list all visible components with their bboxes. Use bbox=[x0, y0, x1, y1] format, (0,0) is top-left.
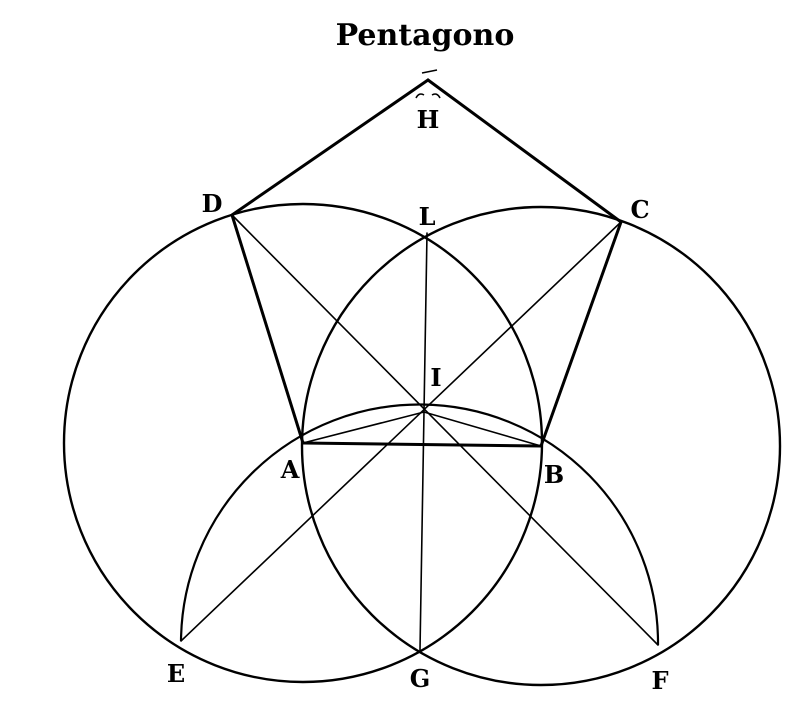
point-label-e: E bbox=[167, 659, 185, 688]
tick-mark-h-top bbox=[421, 69, 438, 74]
point-label-a: A bbox=[280, 455, 300, 484]
point-label-d: D bbox=[202, 189, 223, 218]
tick-mark-h-left bbox=[415, 93, 425, 99]
edge-a-b bbox=[301, 441, 543, 448]
edge-c-b bbox=[539, 220, 623, 448]
line-a-i bbox=[302, 411, 425, 444]
diagram-title: Pentagono bbox=[336, 18, 515, 53]
line-d-f bbox=[231, 214, 659, 646]
point-label-c: C bbox=[630, 195, 649, 224]
point-label-g: G bbox=[410, 664, 431, 693]
line-l-g bbox=[419, 232, 428, 651]
line-b-i bbox=[423, 411, 542, 447]
point-label-b: B bbox=[544, 460, 564, 489]
point-label-f: F bbox=[651, 666, 668, 695]
edge-h-c bbox=[426, 78, 623, 224]
circle-centered-at-b bbox=[300, 205, 782, 687]
point-label-h: H bbox=[417, 105, 440, 134]
arc-through-a-b bbox=[179, 403, 660, 646]
point-label-l: L bbox=[419, 202, 436, 231]
edge-d-a bbox=[230, 213, 305, 445]
tick-mark-h-right bbox=[431, 93, 441, 99]
line-c-e bbox=[180, 221, 622, 642]
edge-d-h bbox=[230, 78, 430, 217]
point-label-i: I bbox=[430, 363, 441, 392]
